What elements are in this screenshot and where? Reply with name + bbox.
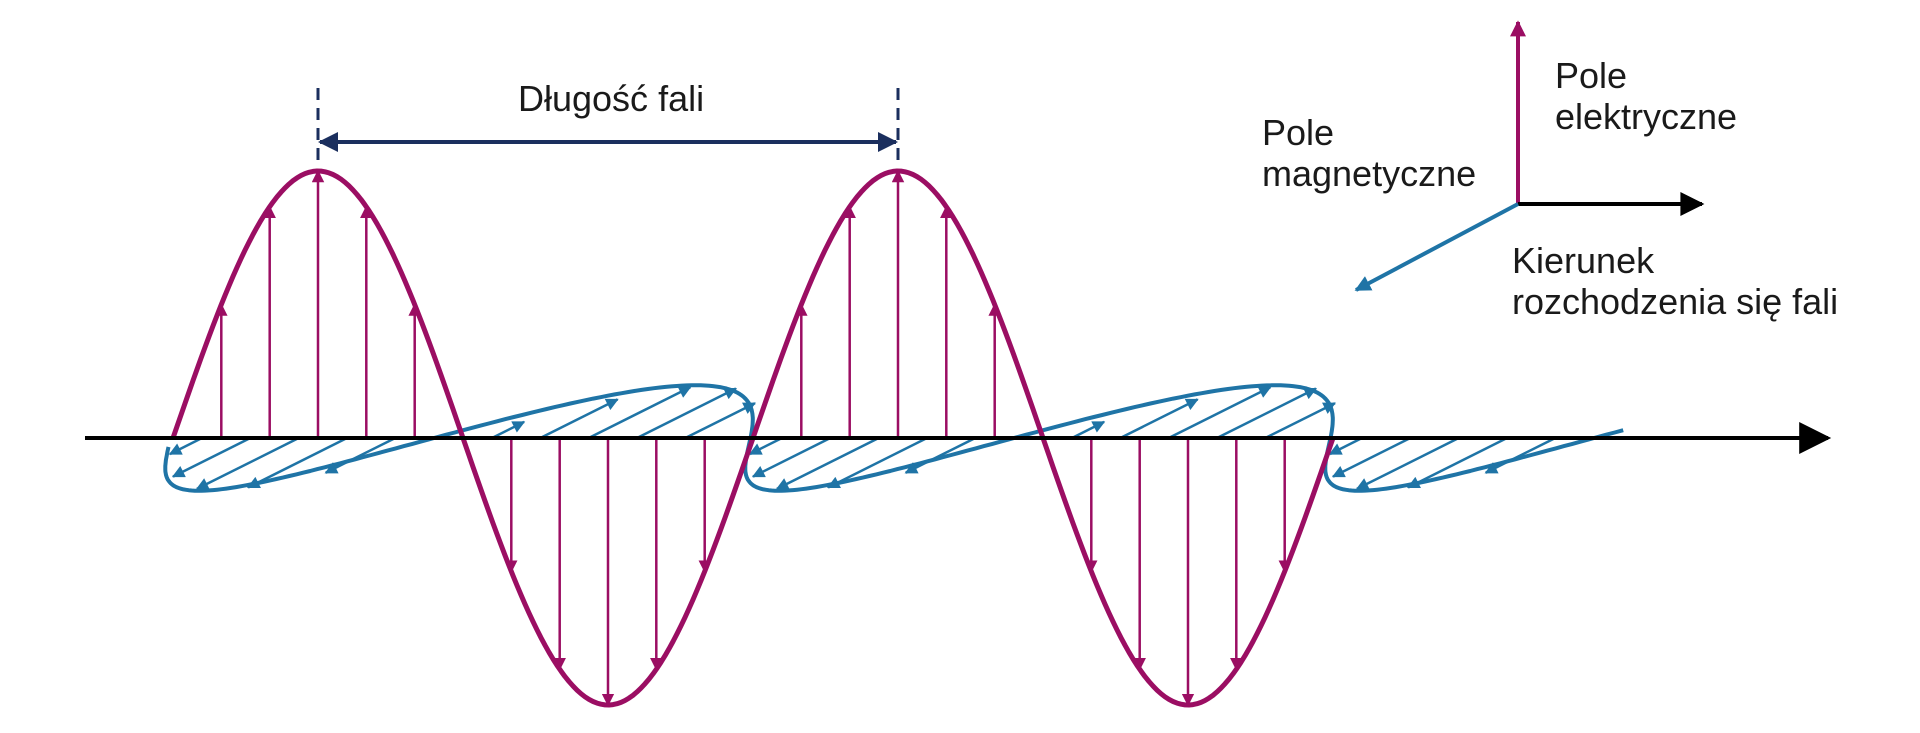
magnetic-field-vector bbox=[1168, 385, 1272, 440]
magnetic-field-vector bbox=[195, 436, 300, 491]
electric-field-label: Pole elektryczne bbox=[1555, 55, 1737, 137]
magnetic-field-vector bbox=[1355, 436, 1460, 491]
magnetic-field-vector bbox=[775, 436, 880, 491]
magnetic-field-vector bbox=[539, 398, 619, 440]
wavelength-label: Długość fali bbox=[518, 78, 705, 119]
magnetic-field-legend-arrow bbox=[1354, 202, 1519, 292]
magnetic-field-vector bbox=[246, 436, 348, 489]
wavelength-marker bbox=[316, 88, 900, 166]
magnetic-field-vector bbox=[1216, 387, 1318, 440]
electric-field-label-line1: Pole bbox=[1555, 55, 1628, 96]
magnetic-field-vector bbox=[168, 436, 203, 456]
magnetic-field-label: Pole magnetyczne bbox=[1262, 112, 1476, 194]
magnetic-wave-curve bbox=[163, 383, 1624, 493]
electric-field-label-line2: elektryczne bbox=[1555, 96, 1738, 137]
magnetic-field-vector bbox=[684, 402, 757, 440]
propagation-direction-label: Kierunek rozchodzenia się fali bbox=[1512, 240, 1838, 322]
magnetic-field-vector bbox=[491, 420, 526, 440]
magnetic-field-vector bbox=[636, 387, 738, 440]
magnetic-field-vector bbox=[1484, 436, 1556, 474]
axes-legend bbox=[1354, 20, 1705, 292]
magnetic-field-vector bbox=[1071, 420, 1106, 440]
magnetic-field-vector bbox=[588, 385, 692, 440]
magnetic-field-vector bbox=[748, 436, 783, 456]
magnetic-field-vector bbox=[1331, 436, 1411, 478]
magnetic-field-vector bbox=[171, 436, 251, 478]
magnetic-field-vector bbox=[1264, 402, 1337, 440]
propagation-direction-label-line1: Kierunek bbox=[1512, 240, 1655, 281]
magnetic-field-vector bbox=[1406, 436, 1508, 489]
magnetic-field-vector bbox=[1328, 436, 1363, 456]
propagation-direction-label-line2: rozchodzenia się fali bbox=[1512, 281, 1839, 322]
magnetic-field-label-line2: magnetyczne bbox=[1262, 153, 1477, 194]
magnetic-field-label-line1: Pole bbox=[1262, 112, 1335, 153]
magnetic-field-vector bbox=[324, 436, 396, 474]
magnetic-field-wave bbox=[163, 383, 1624, 493]
magnetic-field-vector bbox=[1119, 398, 1199, 440]
magnetic-field-vector bbox=[904, 436, 976, 474]
magnetic-field-vector bbox=[826, 436, 928, 489]
magnetic-field-vector bbox=[751, 436, 831, 478]
